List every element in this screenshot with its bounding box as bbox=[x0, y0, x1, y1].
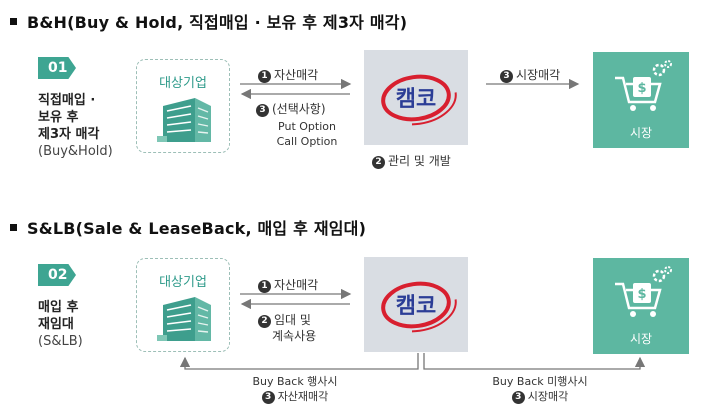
bullet-square-icon bbox=[10, 18, 17, 25]
kamco-box-1: 캠코 bbox=[364, 50, 468, 145]
market-box-1: $ 시장 bbox=[593, 52, 689, 148]
svg-text:$: $ bbox=[637, 287, 646, 302]
svg-text:캠코: 캠코 bbox=[396, 87, 436, 112]
market-label-1: 시장 bbox=[629, 126, 653, 140]
section2-label: 매입 후 재임대 (S&LB) bbox=[38, 300, 83, 349]
kamco-box-2: 캠코 bbox=[364, 257, 468, 352]
section1-title: B&H(Buy & Hold, 직접매입 · 보유 후 제3자 매각) bbox=[10, 9, 407, 33]
section1-number-badge: 01 bbox=[38, 57, 76, 79]
kamco-logo-icon: 캠코 bbox=[375, 277, 457, 333]
svg-text:캠코: 캠코 bbox=[396, 294, 436, 319]
building-icon bbox=[157, 98, 211, 142]
section1-label: 직접매입 · 보유 후 제3자 매각 (Buy&Hold) bbox=[38, 93, 113, 159]
target-company-label-2: 대상기업 bbox=[159, 275, 207, 290]
section2-title: S&LB(Sale & LeaseBack, 매입 후 재임대) bbox=[10, 215, 366, 239]
put-call-option-label: Put Option Call Option bbox=[276, 120, 338, 148]
kamco-logo-icon: 캠코 bbox=[375, 70, 457, 126]
bullet-square-icon bbox=[10, 224, 17, 231]
arrow-buyback-left bbox=[179, 353, 419, 370]
cart-gear-icon: $ bbox=[615, 266, 672, 317]
market-box-2: $ 시장 bbox=[593, 258, 689, 354]
cart-gear-icon: $ bbox=[615, 60, 672, 111]
target-company-box-2: 대상기업 bbox=[136, 258, 230, 352]
arrow-buyback-right bbox=[423, 353, 646, 370]
svg-text:$: $ bbox=[637, 81, 646, 96]
option-label: 3(선택사항) bbox=[256, 100, 326, 117]
market-label-2: 시장 bbox=[629, 332, 653, 346]
building-icon bbox=[157, 297, 211, 341]
section2-number-badge: 02 bbox=[38, 264, 76, 286]
target-company-box: 대상기업 bbox=[136, 59, 230, 153]
target-company-label: 대상기업 bbox=[159, 76, 207, 91]
